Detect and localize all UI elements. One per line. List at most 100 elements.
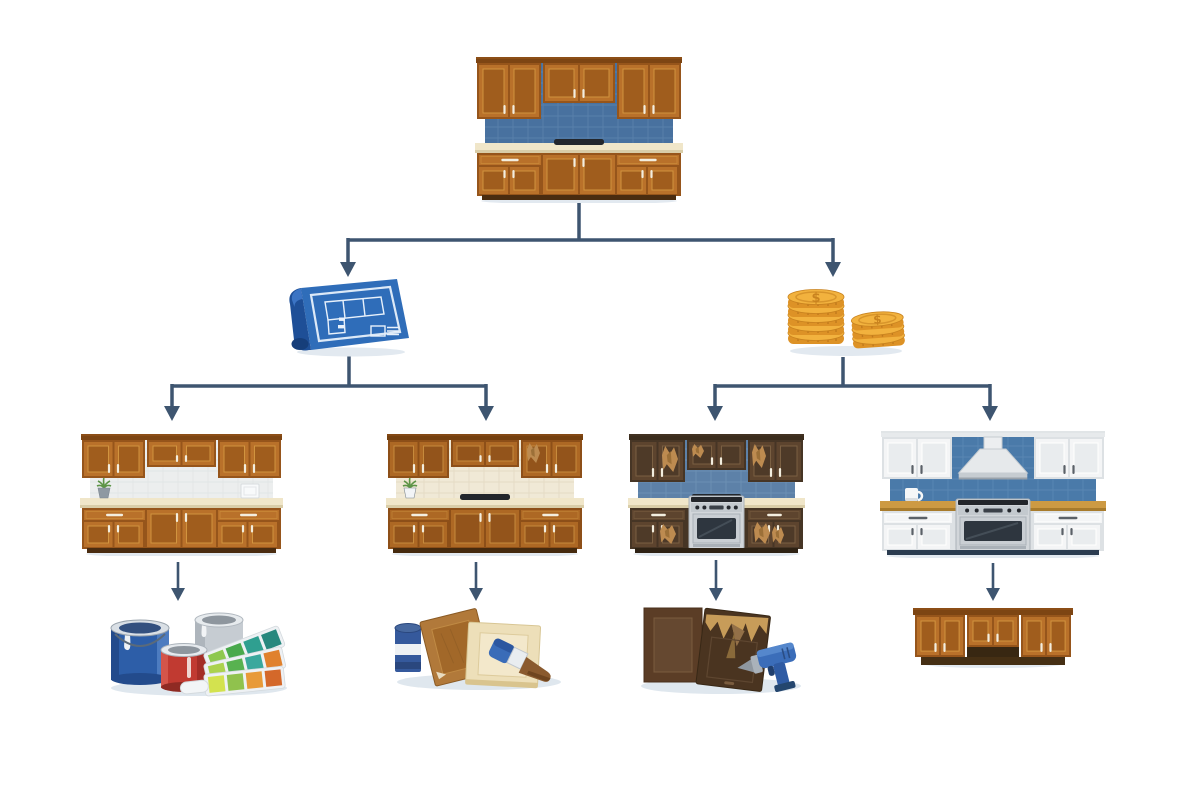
- kitchen-white-remodel-illustration: [880, 429, 1106, 558]
- door-handle: [651, 525, 655, 533]
- cabinet-door: [774, 522, 799, 547]
- door-handle: [1070, 528, 1073, 536]
- blueprint-illustration: [283, 274, 415, 358]
- plinth: [635, 548, 798, 553]
- worn-patch: [754, 522, 770, 544]
- door-handle: [252, 464, 256, 473]
- cabinet: [82, 440, 145, 478]
- kitchen-reface-option-illustration: [386, 432, 584, 556]
- door-handle: [175, 513, 179, 522]
- cabinet-door: [147, 510, 181, 547]
- cabinet-drawer: [390, 510, 449, 520]
- cabinet-door: [521, 522, 549, 547]
- cabinet-door: [218, 522, 247, 547]
- drawer-handle: [501, 158, 519, 162]
- cabinet-door: [510, 167, 539, 194]
- cabinet-door: [250, 442, 279, 476]
- coin-stacks-illustration: $ $: [778, 277, 908, 357]
- plinth: [887, 550, 1099, 555]
- cornice: [629, 434, 804, 440]
- door-handle: [660, 468, 664, 477]
- cabinet-door: [1036, 439, 1068, 477]
- door-handle: [512, 170, 515, 179]
- paint-can-blue: [110, 619, 170, 685]
- shadow: [297, 347, 405, 357]
- cabinet: [1034, 437, 1104, 479]
- cabinet-door: [84, 522, 113, 547]
- door-handle: [920, 465, 923, 474]
- cabinet-door: [884, 525, 916, 549]
- cabinet-door: [510, 65, 539, 117]
- blueprint-sheet: [301, 279, 409, 350]
- door-handle: [184, 513, 188, 522]
- cabinet-door: [453, 442, 484, 465]
- cabinet: [617, 63, 681, 119]
- cabinet-door: [632, 442, 657, 480]
- door-handle: [107, 464, 111, 473]
- cabinet-door: [994, 617, 1017, 645]
- cabinet: [1021, 615, 1071, 657]
- cabinet-door: [545, 65, 578, 101]
- door-handle: [175, 455, 179, 462]
- cabinet: [521, 440, 582, 478]
- cabinet-door: [969, 617, 992, 645]
- kitchen-repaint-option-illustration: [80, 432, 283, 556]
- paintbrush-icon: [488, 638, 551, 682]
- cabinet-drawer: [748, 510, 801, 520]
- range-hood-icon: [957, 436, 1029, 480]
- counter-box-icon: [240, 483, 260, 499]
- cabinet: [967, 615, 1019, 647]
- old-dark-door: [643, 607, 703, 683]
- stain-can: [394, 623, 422, 672]
- cabinet: [218, 440, 281, 478]
- door-handle: [651, 468, 655, 477]
- coin-stack-short: $: [850, 311, 905, 349]
- peeling-door: [695, 607, 771, 692]
- cabinet-drawer: [1034, 513, 1102, 523]
- cabinet-door: [917, 617, 939, 655]
- door-handle: [920, 528, 923, 536]
- door-handle: [641, 170, 644, 179]
- cabinet: [388, 440, 449, 478]
- door-handle: [116, 464, 120, 473]
- cabinet-door: [84, 442, 113, 476]
- plinth: [87, 548, 276, 553]
- cabinet-door: [220, 442, 249, 476]
- door-handle: [573, 158, 576, 167]
- cornice: [81, 434, 282, 440]
- worn-patch: [527, 443, 540, 463]
- door-handle: [1063, 465, 1066, 474]
- cabinet: [477, 63, 541, 119]
- countertop: [475, 143, 683, 153]
- drawer-handle: [1058, 516, 1078, 520]
- cabinet-door: [1023, 617, 1045, 655]
- arrowhead-icon: [825, 262, 841, 277]
- power-drill-icon: [737, 642, 797, 693]
- door-handle: [421, 525, 425, 533]
- worn-patch: [662, 446, 678, 472]
- door-handle: [412, 525, 416, 533]
- cabinet-door: [182, 510, 216, 547]
- cabinet-drawer: [84, 510, 145, 520]
- door-handle: [116, 525, 120, 533]
- worn-patch: [660, 524, 676, 544]
- cooktop-icon: [554, 139, 604, 145]
- countertop: [386, 498, 584, 508]
- cabinet-door: [1070, 439, 1102, 477]
- door-handle: [241, 525, 245, 533]
- door-handle: [184, 455, 188, 462]
- worn-patch: [772, 526, 784, 544]
- cabinet-door: [1034, 525, 1066, 549]
- arrowhead-icon: [707, 406, 723, 421]
- floor-plan-door-marks: [338, 317, 345, 329]
- dollar-sign: $: [811, 291, 820, 306]
- color-swatch-fan: [179, 625, 287, 697]
- arrowhead-icon: [982, 406, 998, 421]
- arrowhead-icon: [171, 588, 185, 601]
- cabinet-door: [617, 167, 646, 194]
- door-handle: [479, 513, 482, 522]
- base-bar: [921, 657, 1065, 665]
- cabinet-door: [580, 65, 613, 101]
- door-handle: [543, 525, 547, 533]
- can-handle: [114, 633, 166, 647]
